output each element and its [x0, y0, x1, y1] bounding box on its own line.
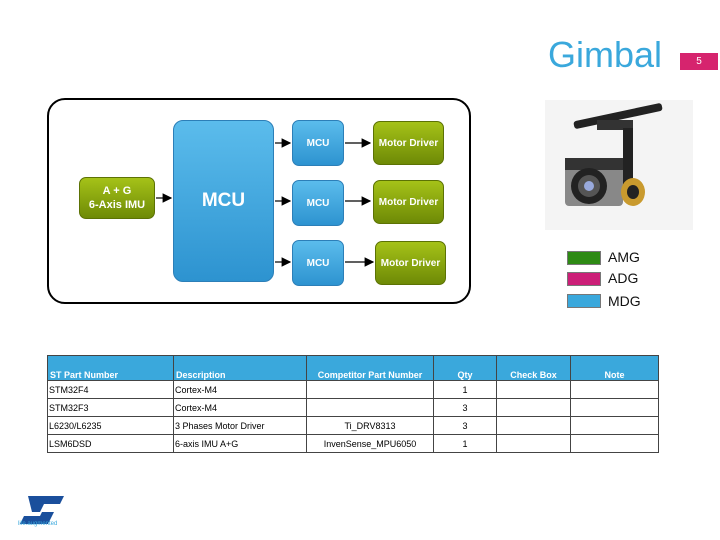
col-header-checkbox: Check Box: [496, 355, 571, 381]
table-row: STM32F4 Cortex-M4 1: [47, 380, 659, 399]
col-header-qty: Qty: [433, 355, 497, 381]
legend-swatch-mdg: [567, 294, 601, 308]
cell-part: STM32F3: [47, 398, 174, 417]
page-number: 5: [680, 53, 718, 70]
mcu-block-3: MCU: [292, 240, 344, 286]
legend-label-mdg: MDG: [608, 293, 641, 309]
motor-driver-3: Motor Driver: [375, 241, 446, 285]
col-header-note: Note: [570, 355, 659, 381]
main-mcu-block: MCU: [173, 120, 274, 282]
motor-driver-2: Motor Driver: [373, 180, 444, 224]
mcu-block-1: MCU: [292, 120, 344, 166]
slide-title: Gimbal: [548, 34, 663, 75]
parts-table: ST Part Number Description Competitor Pa…: [47, 355, 659, 453]
st-logo-icon: [20, 496, 64, 524]
cell-part: L6230/L6235: [47, 416, 174, 435]
cell-qty: 3: [433, 416, 497, 435]
imu-label-2: 6-Axis IMU: [88, 199, 146, 211]
table-row: L6230/L6235 3 Phases Motor Driver Ti_DRV…: [47, 416, 659, 435]
cell-description: 3 Phases Motor Driver: [173, 416, 307, 435]
imu-label-1: A + G: [102, 185, 132, 197]
cell-qty: 1: [433, 380, 497, 399]
cell-checkbox[interactable]: [496, 434, 571, 453]
cell-note[interactable]: [570, 416, 659, 435]
cell-competitor: [306, 398, 434, 417]
cell-description: 6-axis IMU A+G: [173, 434, 307, 453]
cell-checkbox[interactable]: [496, 398, 571, 417]
cell-competitor: InvenSense_MPU6050: [306, 434, 434, 453]
cell-note[interactable]: [570, 434, 659, 453]
table-header-row: ST Part Number Description Competitor Pa…: [47, 355, 659, 381]
cell-part: STM32F4: [47, 380, 174, 399]
logo-tagline: life.augmented: [18, 521, 58, 527]
table-row: LSM6DSD 6-axis IMU A+G InvenSense_MPU605…: [47, 434, 659, 453]
imu-block: A + G 6-Axis IMU: [79, 177, 155, 219]
cell-qty: 3: [433, 398, 497, 417]
cell-description: Cortex-M4: [173, 380, 307, 399]
legend-label-amg: AMG: [608, 249, 640, 265]
col-header-part: ST Part Number: [47, 355, 174, 381]
table-row: STM32F3 Cortex-M4 3: [47, 398, 659, 417]
gimbal-camera-photo: [545, 100, 693, 230]
cell-competitor: [306, 380, 434, 399]
col-header-description: Description: [173, 355, 307, 381]
cell-competitor: Ti_DRV8313: [306, 416, 434, 435]
cell-part: LSM6DSD: [47, 434, 174, 453]
mcu-block-2: MCU: [292, 180, 344, 226]
legend-label-adg: ADG: [608, 270, 639, 286]
legend-swatch-amg: [567, 251, 601, 265]
cell-description: Cortex-M4: [173, 398, 307, 417]
col-header-competitor: Competitor Part Number: [306, 355, 434, 381]
cell-checkbox[interactable]: [496, 380, 571, 399]
diagram-frame: [47, 98, 471, 304]
motor-driver-1: Motor Driver: [373, 121, 444, 165]
cell-note[interactable]: [570, 380, 659, 399]
cell-qty: 1: [433, 434, 497, 453]
cell-checkbox[interactable]: [496, 416, 571, 435]
legend-swatch-adg: [567, 272, 601, 286]
cell-note[interactable]: [570, 398, 659, 417]
